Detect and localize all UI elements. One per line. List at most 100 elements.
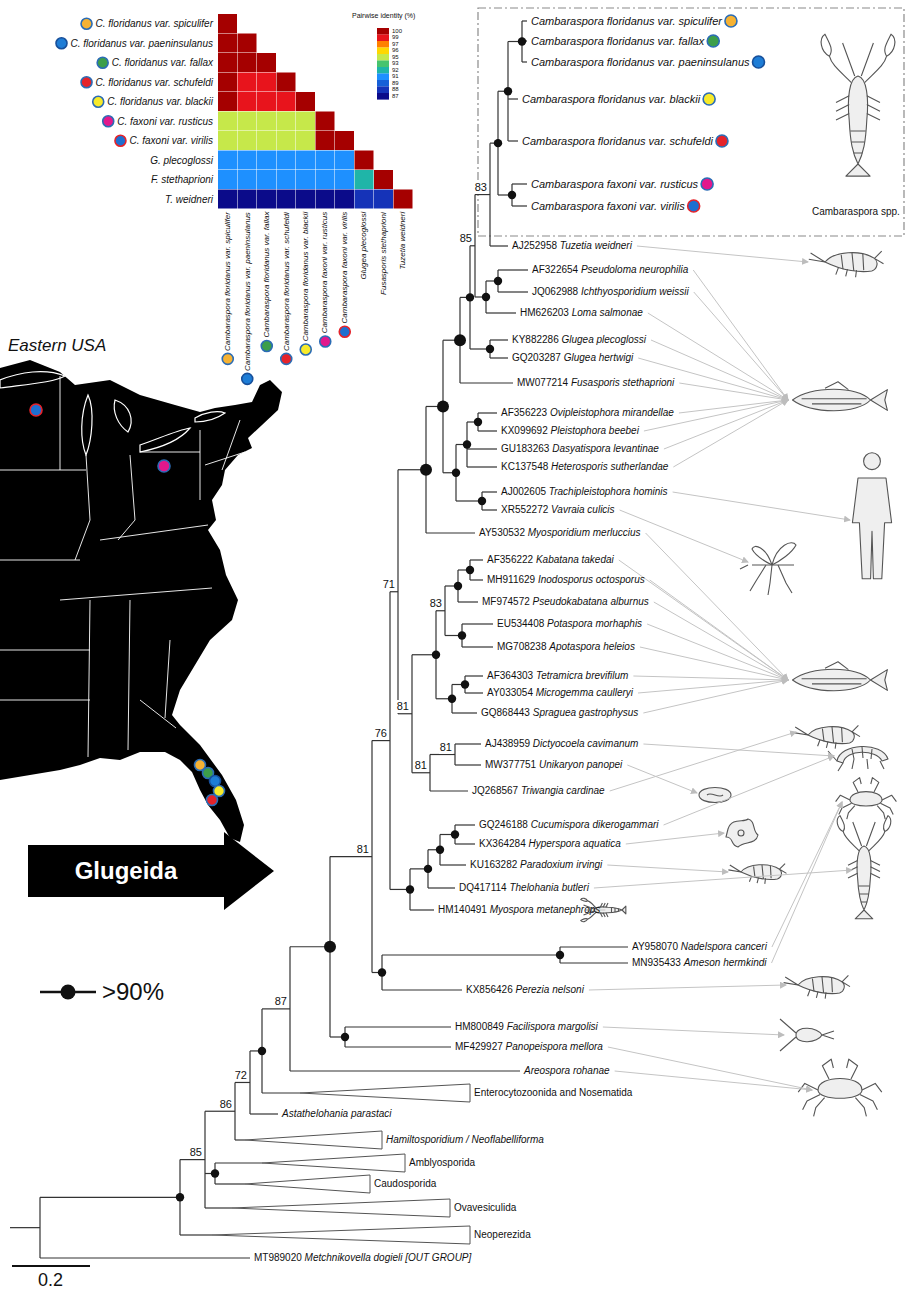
taxon-label: MF429927 Panopeispora mellora [455, 1041, 603, 1053]
taxon-label: AF322654 Pseudoloma neurophilia [532, 264, 688, 276]
state-border [0, 700, 90, 701]
support-dot [436, 846, 444, 854]
color-scale-band [377, 74, 389, 81]
taxon-label: GQ868443 Spraguea gastrophysus [481, 707, 638, 719]
tree-branch [290, 1070, 520, 1071]
support-dot [448, 695, 456, 703]
tree-branch [410, 909, 434, 910]
support-dot [474, 418, 482, 426]
heatmap-cell [316, 112, 335, 131]
support-dot [463, 440, 471, 448]
tree-branch [40, 1197, 180, 1198]
tree-branch [330, 856, 372, 857]
heatmap-cell [238, 131, 257, 150]
support-dot [454, 334, 466, 346]
taxon-label: AY958070 Nadelspora canceri [632, 941, 767, 953]
state-border [205, 452, 245, 465]
heatmap-cell [257, 112, 276, 131]
heatmap-cell [238, 73, 257, 92]
heatmap-cell [218, 190, 237, 209]
scale-value: 91 [392, 73, 399, 80]
leader-line [640, 647, 788, 680]
icon-stroke [740, 543, 796, 595]
scale-title: Pairwise identity (%) [352, 12, 415, 20]
leader-line [673, 492, 850, 520]
bootstrap-value: 83 [429, 597, 443, 610]
tree-branch [462, 646, 493, 647]
organism-icon [821, 34, 895, 176]
support-dot [494, 139, 502, 147]
taxon-label: Ovavesiculida [454, 1202, 516, 1214]
color-scale-band [377, 35, 389, 42]
tree-branch [454, 744, 455, 765]
taxon-label: Neoperezida [474, 1229, 531, 1241]
taxon-label: MW377751 Unikaryon panopei [485, 759, 622, 771]
column-label: Cambaraspora floridanus var. spiculifer [223, 212, 232, 351]
sample-marker [207, 795, 218, 806]
support-dot [432, 651, 440, 659]
taxon-label: GU183263 Dasyatispora levantinae [501, 443, 659, 455]
icon-stroke [699, 788, 731, 803]
tree-branch [560, 962, 628, 963]
bootstrap-value: 81 [356, 843, 370, 856]
support-dot [478, 497, 486, 505]
taxon-label: MF974572 Pseudokabatana alburnus [482, 596, 649, 608]
icon-stroke [828, 747, 884, 771]
heatmap-cell [296, 92, 315, 111]
column-label: Cambaraspora floridanus var. schufeldi [282, 212, 291, 351]
heatmap-cell [277, 170, 296, 189]
taxon-label: DQ417114 Thelohania butleri [459, 882, 589, 894]
row-label: C. floridanus var. fallax [112, 57, 213, 69]
tree-branch [467, 448, 497, 449]
leader-line [664, 400, 788, 449]
heatmap-cell [316, 190, 335, 209]
heatmap-cell [257, 170, 276, 189]
bootstrap-value: 81 [414, 759, 428, 772]
tree-branch [397, 470, 398, 714]
tree-branch [455, 824, 475, 825]
bootstrap-value: 81 [439, 741, 453, 754]
tree-branch [205, 1207, 232, 1208]
support-dot [482, 293, 490, 301]
color-scale-band [377, 54, 389, 61]
heatmap-cell [238, 151, 257, 170]
sample-marker [261, 340, 272, 351]
sample-marker [56, 38, 67, 49]
tree-branch [371, 741, 372, 973]
sample-marker [716, 135, 728, 147]
tree-branch [486, 312, 516, 313]
heatmap-cell [277, 131, 296, 150]
arrow-label: Glugeida [28, 845, 224, 897]
tree-branch [467, 466, 497, 467]
icon-stroke [802, 662, 867, 684]
support-dot [556, 951, 564, 959]
tree-branch [482, 491, 497, 492]
icon-stroke [809, 251, 884, 277]
map-region [0, 360, 282, 842]
support-dot [458, 631, 466, 639]
tree-branch [482, 509, 497, 510]
collapsed-clade [245, 1175, 370, 1193]
map-lake [0, 372, 65, 388]
leader-line [643, 680, 788, 713]
organism-icon [784, 975, 850, 998]
color-scale-band [377, 28, 389, 35]
taxon-label: Cambaraspora faxoni var. virilis [531, 200, 685, 213]
tree-branch [452, 712, 477, 713]
organism-icon [728, 864, 786, 884]
heatmap-cell [218, 151, 237, 170]
organism-icon [793, 662, 888, 691]
clade-arrow: Glugeida [28, 832, 274, 910]
tree-branch [512, 205, 527, 206]
support-dot [437, 400, 449, 412]
heatmap-cell [277, 92, 296, 111]
sample-marker [300, 344, 311, 355]
heatmap-cell [238, 112, 257, 131]
heatmap-cell [374, 170, 393, 189]
legend-dot [61, 985, 76, 1000]
icon-stroke [784, 975, 850, 998]
leader-line [637, 246, 808, 262]
sample-marker [115, 135, 126, 146]
support-dot [378, 968, 386, 976]
leader-line [673, 400, 788, 467]
